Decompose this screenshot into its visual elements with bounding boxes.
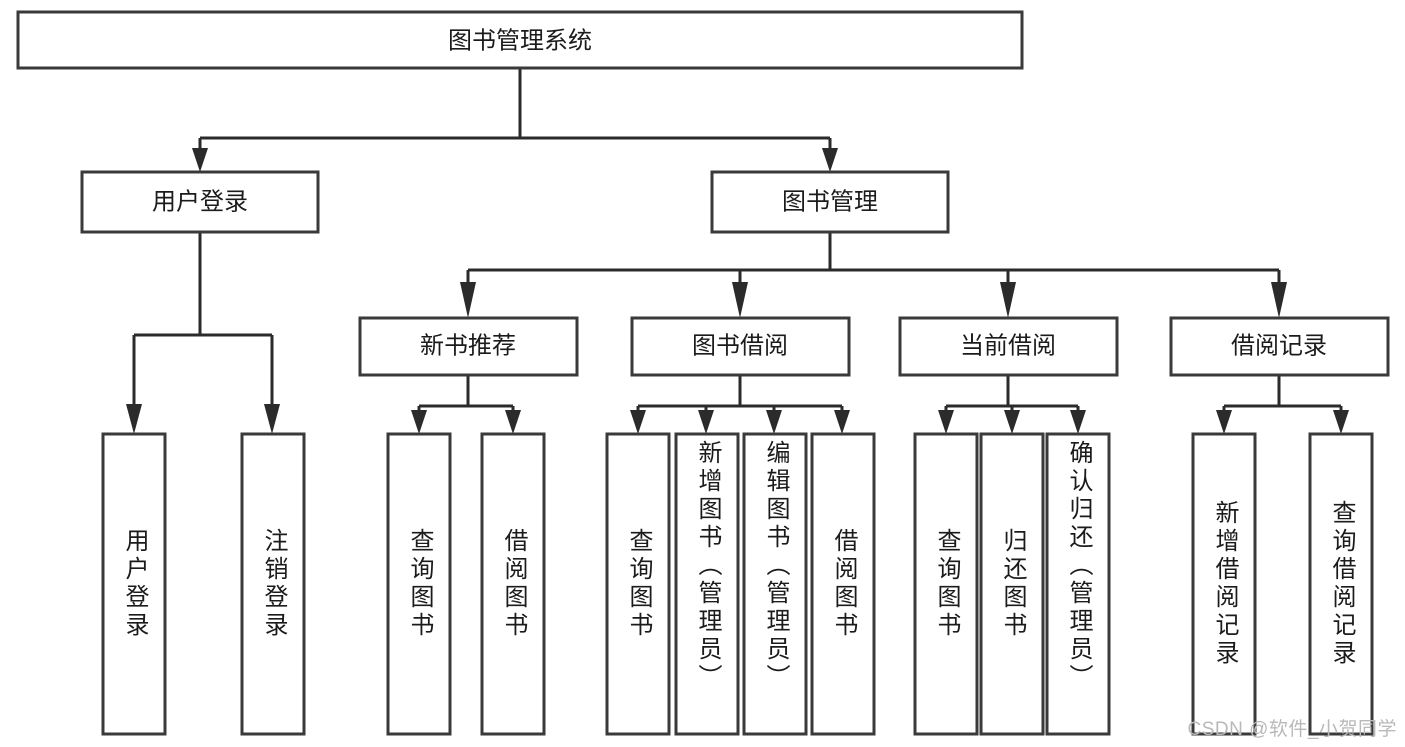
node-box[interactable] bbox=[80, 170, 320, 234]
node-box[interactable] bbox=[1169, 316, 1390, 377]
node-leaf-query-record[interactable]: 查询借阅记录 bbox=[1308, 432, 1374, 736]
arrow-head-leaf-edit-book bbox=[766, 410, 782, 434]
node-new-book-recommend[interactable]: 新书推荐 bbox=[358, 316, 579, 377]
leaf-text-wrap: 借阅图书 bbox=[830, 528, 857, 640]
arrow-head-leaf-return-book bbox=[1004, 410, 1020, 434]
node-box[interactable] bbox=[630, 316, 851, 377]
node-user-login[interactable]: 用户登录 bbox=[80, 170, 320, 234]
node-box[interactable] bbox=[913, 432, 979, 736]
node-label-book-borrow: 图书借阅 bbox=[692, 332, 788, 359]
leaf-text-wrap: 查询图书 bbox=[406, 528, 433, 640]
node-leaf-return-book[interactable]: 归还图书 bbox=[979, 432, 1045, 736]
arrow-head-leaf-logout bbox=[264, 404, 280, 434]
node-label-leaf-query-book-3: 查询图书 bbox=[933, 528, 960, 640]
node-leaf-add-record[interactable]: 新增借阅记录 bbox=[1191, 432, 1257, 736]
leaf-text-wrap: 用户登录 bbox=[121, 528, 148, 640]
node-label-user-login: 用户登录 bbox=[152, 188, 248, 215]
node-box[interactable] bbox=[101, 432, 167, 736]
node-leaf-query-book-1[interactable]: 查询图书 bbox=[386, 432, 452, 736]
leaf-text-wrap: 确认归还（管理员） bbox=[1065, 440, 1092, 692]
arrow-head-leaf-add-book bbox=[698, 410, 714, 434]
node-leaf-edit-book[interactable]: 编辑图书（管理员） bbox=[742, 432, 808, 736]
node-box[interactable] bbox=[1045, 432, 1111, 736]
arrow-head-leaf-add-record bbox=[1216, 410, 1232, 434]
node-box[interactable] bbox=[1308, 432, 1374, 736]
arrow-head-leaf-confirm-return bbox=[1070, 410, 1086, 434]
node-label-leaf-logout: 注销登录 bbox=[260, 528, 287, 640]
node-leaf-query-book-2[interactable]: 查询图书 bbox=[605, 432, 671, 736]
node-label-current-borrow: 当前借阅 bbox=[960, 332, 1056, 359]
arrow-head-leaf-user-login bbox=[126, 404, 142, 434]
arrow-head-new-book-recommend bbox=[460, 282, 476, 318]
node-leaf-confirm-return[interactable]: 确认归还（管理员） bbox=[1045, 432, 1111, 736]
arrow-head-leaf-borrow-book-2 bbox=[834, 410, 850, 434]
node-leaf-borrow-book-2[interactable]: 借阅图书 bbox=[810, 432, 876, 736]
connectors-layer bbox=[126, 68, 1349, 434]
node-label-leaf-return-book: 归还图书 bbox=[999, 528, 1026, 640]
node-book-management[interactable]: 图书管理 bbox=[710, 170, 950, 234]
node-box[interactable] bbox=[710, 170, 950, 234]
arrow-head-borrow-record bbox=[1271, 282, 1287, 318]
node-label-new-book-recommend: 新书推荐 bbox=[420, 332, 516, 359]
arrow-head-user-login bbox=[192, 148, 208, 172]
leaf-text-wrap: 归还图书 bbox=[999, 528, 1026, 640]
node-box[interactable] bbox=[898, 316, 1119, 377]
leaf-text-wrap: 新增借阅记录 bbox=[1211, 500, 1238, 668]
leaf-text-wrap: 编辑图书（管理员） bbox=[762, 440, 789, 692]
leaf-text-wrap: 借阅图书 bbox=[500, 528, 527, 640]
arrow-head-book-management bbox=[822, 148, 838, 172]
leaf-text-wrap: 查询图书 bbox=[933, 528, 960, 640]
node-label-leaf-user-login: 用户登录 bbox=[121, 528, 148, 640]
node-leaf-query-book-3[interactable]: 查询图书 bbox=[913, 432, 979, 736]
node-box[interactable] bbox=[480, 432, 546, 736]
node-box[interactable] bbox=[358, 316, 579, 377]
arrow-head-leaf-borrow-book-1 bbox=[505, 410, 521, 434]
arrow-head-leaf-query-book-1 bbox=[411, 410, 427, 434]
node-leaf-logout[interactable]: 注销登录 bbox=[240, 432, 306, 736]
node-label-leaf-query-book-2: 查询图书 bbox=[625, 528, 652, 640]
leaf-text-wrap: 查询图书 bbox=[625, 528, 652, 640]
node-label-leaf-query-record: 查询借阅记录 bbox=[1328, 500, 1355, 668]
node-label-borrow-record: 借阅记录 bbox=[1231, 332, 1327, 359]
node-current-borrow[interactable]: 当前借阅 bbox=[898, 316, 1119, 377]
node-label-leaf-add-record: 新增借阅记录 bbox=[1211, 500, 1238, 668]
node-label-root: 图书管理系统 bbox=[448, 27, 592, 54]
node-borrow-record[interactable]: 借阅记录 bbox=[1169, 316, 1390, 377]
node-label-leaf-confirm-return: 确认归还（管理员） bbox=[1065, 440, 1092, 692]
arrow-head-leaf-query-record bbox=[1333, 410, 1349, 434]
node-box[interactable] bbox=[16, 10, 1024, 70]
node-box[interactable] bbox=[674, 432, 740, 736]
node-box[interactable] bbox=[605, 432, 671, 736]
arrow-head-leaf-query-book-2 bbox=[630, 410, 646, 434]
node-label-leaf-add-book: 新增图书（管理员） bbox=[694, 440, 721, 692]
node-box[interactable] bbox=[1191, 432, 1257, 736]
node-label-leaf-edit-book: 编辑图书（管理员） bbox=[762, 440, 789, 692]
arrow-head-leaf-query-book-3 bbox=[938, 410, 954, 434]
node-box[interactable] bbox=[810, 432, 876, 736]
arrow-head-current-borrow bbox=[1000, 282, 1016, 318]
node-book-management-system[interactable]: 图书管理系统 bbox=[16, 10, 1024, 70]
node-book-borrow[interactable]: 图书借阅 bbox=[630, 316, 851, 377]
node-box[interactable] bbox=[240, 432, 306, 736]
node-label-leaf-borrow-book-2: 借阅图书 bbox=[830, 528, 857, 640]
leaf-text-wrap: 查询借阅记录 bbox=[1328, 500, 1355, 668]
arrow-head-book-borrow bbox=[732, 282, 748, 318]
node-box[interactable] bbox=[742, 432, 808, 736]
node-label-leaf-borrow-book-1: 借阅图书 bbox=[500, 528, 527, 640]
node-label-book-management: 图书管理 bbox=[782, 188, 878, 215]
node-label-leaf-query-book-1: 查询图书 bbox=[406, 528, 433, 640]
leaf-text-wrap: 新增图书（管理员） bbox=[694, 440, 721, 692]
leaf-text-wrap: 注销登录 bbox=[260, 528, 287, 640]
node-box[interactable] bbox=[979, 432, 1045, 736]
node-leaf-add-book[interactable]: 新增图书（管理员） bbox=[674, 432, 740, 736]
node-box[interactable] bbox=[386, 432, 452, 736]
node-leaf-user-login[interactable]: 用户登录 bbox=[101, 432, 167, 736]
node-leaf-borrow-book-1[interactable]: 借阅图书 bbox=[480, 432, 546, 736]
